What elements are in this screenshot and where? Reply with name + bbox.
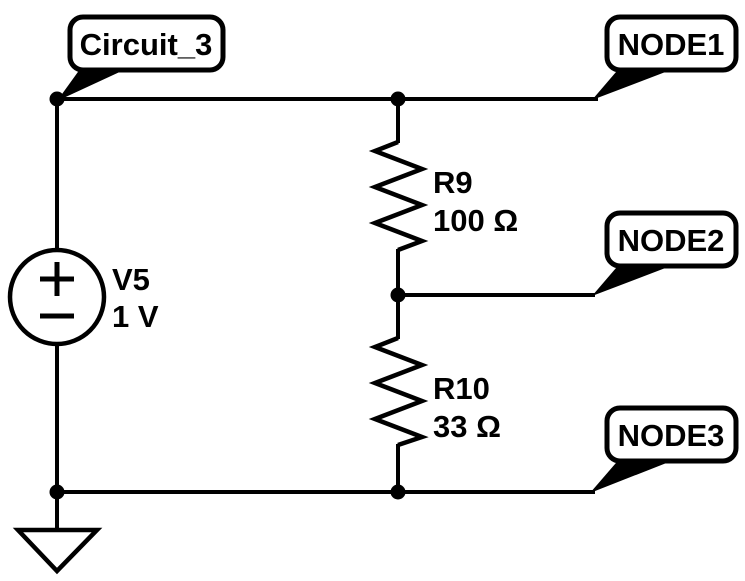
callout-node1-label: NODE1 bbox=[618, 27, 725, 62]
callout-node2-box bbox=[604, 210, 739, 269]
voltage-source-value: 1 V bbox=[112, 299, 159, 334]
voltage-source-name: V5 bbox=[112, 262, 150, 297]
junction-dot-top-mid bbox=[390, 91, 406, 107]
resistor-r9-value: 100 Ω bbox=[433, 203, 518, 238]
callout-circuit-title-label: Circuit_3 bbox=[80, 27, 213, 62]
junction-dot-bottom-left bbox=[49, 484, 65, 500]
callout-node3-label: NODE3 bbox=[618, 418, 725, 453]
callout-node2: NODE2 bbox=[592, 210, 739, 296]
ground-symbol bbox=[12, 527, 103, 575]
junction-dot-mid bbox=[390, 287, 406, 303]
resistor-r10-zigzag bbox=[368, 335, 429, 448]
resistor-r10: R10 33 Ω bbox=[368, 335, 501, 448]
resistor-r9: R9 100 Ω bbox=[368, 139, 518, 253]
junction-dot-bottom-mid bbox=[390, 484, 406, 500]
resistor-r9-zigzag bbox=[368, 139, 429, 253]
ground-triangle bbox=[12, 527, 103, 575]
plus-icon bbox=[40, 262, 74, 296]
callout-circuit-title: Circuit_3 bbox=[57, 14, 226, 101]
callout-circuit-title-box bbox=[67, 14, 226, 73]
callout-node1-box bbox=[604, 14, 739, 73]
resistor-r10-name: R10 bbox=[433, 371, 490, 406]
callout-node2-label: NODE2 bbox=[618, 223, 725, 258]
resistor-r10-value: 33 Ω bbox=[433, 409, 501, 444]
junction-dots bbox=[49, 91, 406, 500]
callout-node3-box bbox=[604, 405, 739, 464]
junction-dot-top-left bbox=[49, 91, 65, 107]
resistor-r9-name: R9 bbox=[433, 165, 473, 200]
voltage-source-circle bbox=[7, 247, 107, 347]
callout-node3: NODE3 bbox=[590, 405, 739, 493]
voltage-source-v5: V5 1 V bbox=[7, 247, 159, 347]
callout-node1: NODE1 bbox=[592, 14, 739, 100]
